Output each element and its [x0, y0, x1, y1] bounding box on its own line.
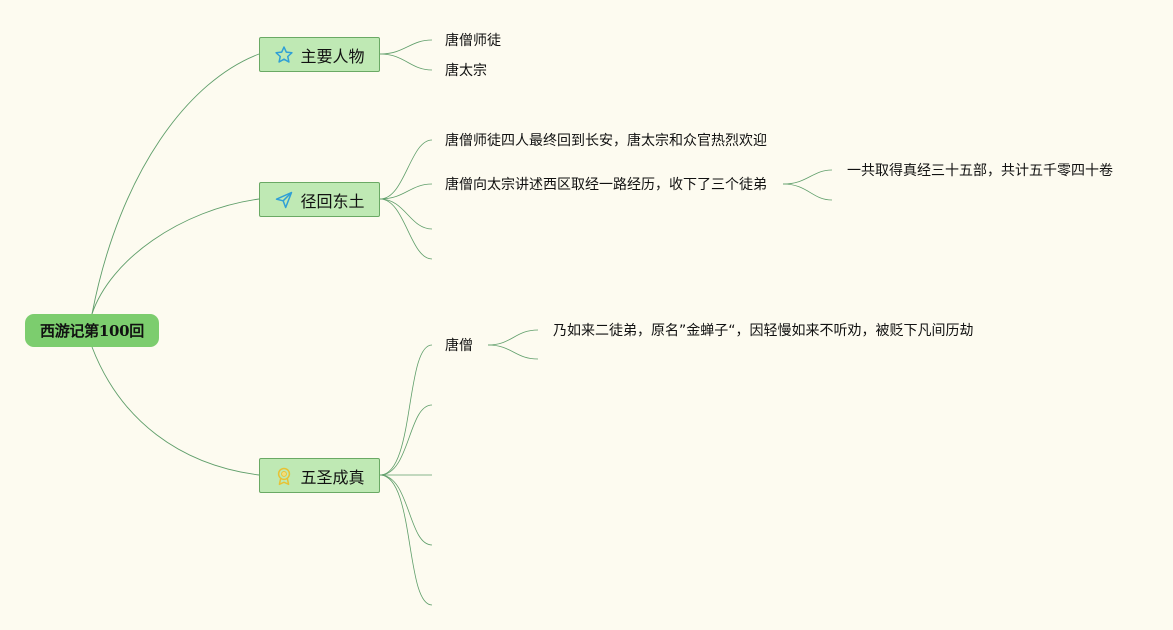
- link-return-east-child-3: [379, 198, 433, 230]
- medal-icon: [274, 466, 294, 486]
- link-tang-monk-child-1: [487, 329, 539, 346]
- link-five-saints-child-4: [379, 474, 433, 546]
- link-return-east-child-1: [379, 139, 433, 200]
- branch-label: 五圣成真: [300, 467, 365, 487]
- branch-label: 主要人物: [300, 46, 365, 66]
- leaf-narrate-journey[interactable]: 唐僧向太宗讲述西区取经一路经历，收下了三个徒弟: [445, 177, 767, 193]
- leaf-return-to-changan[interactable]: 唐僧师徒四人最终回到长安，唐太宗和众官热烈欢迎: [445, 133, 767, 149]
- root-node[interactable]: 西游记第100回: [25, 314, 159, 347]
- branch-main-characters[interactable]: 主要人物: [259, 37, 380, 72]
- leaf-golden-cicada[interactable]: 乃如来二徒弟，原名”金蝉子“，因轻慢如来不听劝，被贬下凡间历劫: [553, 323, 974, 339]
- link-narrate-child-1: [782, 169, 833, 185]
- link-return-east-child-2: [379, 183, 433, 200]
- link-narrate-child-2: [782, 183, 833, 201]
- leaf-tang-monk-disciples[interactable]: 唐僧师徒: [445, 33, 501, 49]
- link-five-saints-child-5: [379, 474, 433, 606]
- link-five-saints-child-2: [379, 404, 433, 476]
- link-main-characters-child-1: [379, 39, 433, 55]
- leaf-scripture-count[interactable]: 一共取得真经三十五部，共计五千零四十卷: [847, 163, 1113, 179]
- link-main-characters-child-2: [379, 53, 433, 71]
- link-five-saints-child-1: [379, 344, 433, 476]
- leaf-tang-monk[interactable]: 唐僧: [445, 338, 473, 354]
- branch-return-east[interactable]: 径回东土: [259, 182, 380, 217]
- link-root-to-five-saints: [91, 346, 260, 476]
- star-icon: [274, 45, 294, 65]
- link-return-east-child-4: [379, 198, 433, 260]
- root-label: 西游记第100回: [40, 322, 144, 340]
- paper-plane-icon: [274, 190, 294, 210]
- branch-five-saints[interactable]: 五圣成真: [259, 458, 380, 493]
- link-root-to-main-characters: [91, 53, 260, 315]
- leaf-emperor-taizong[interactable]: 唐太宗: [445, 63, 487, 79]
- branch-label: 径回东土: [300, 191, 365, 211]
- link-tang-monk-child-2: [487, 344, 539, 360]
- link-root-to-return-east: [91, 198, 260, 315]
